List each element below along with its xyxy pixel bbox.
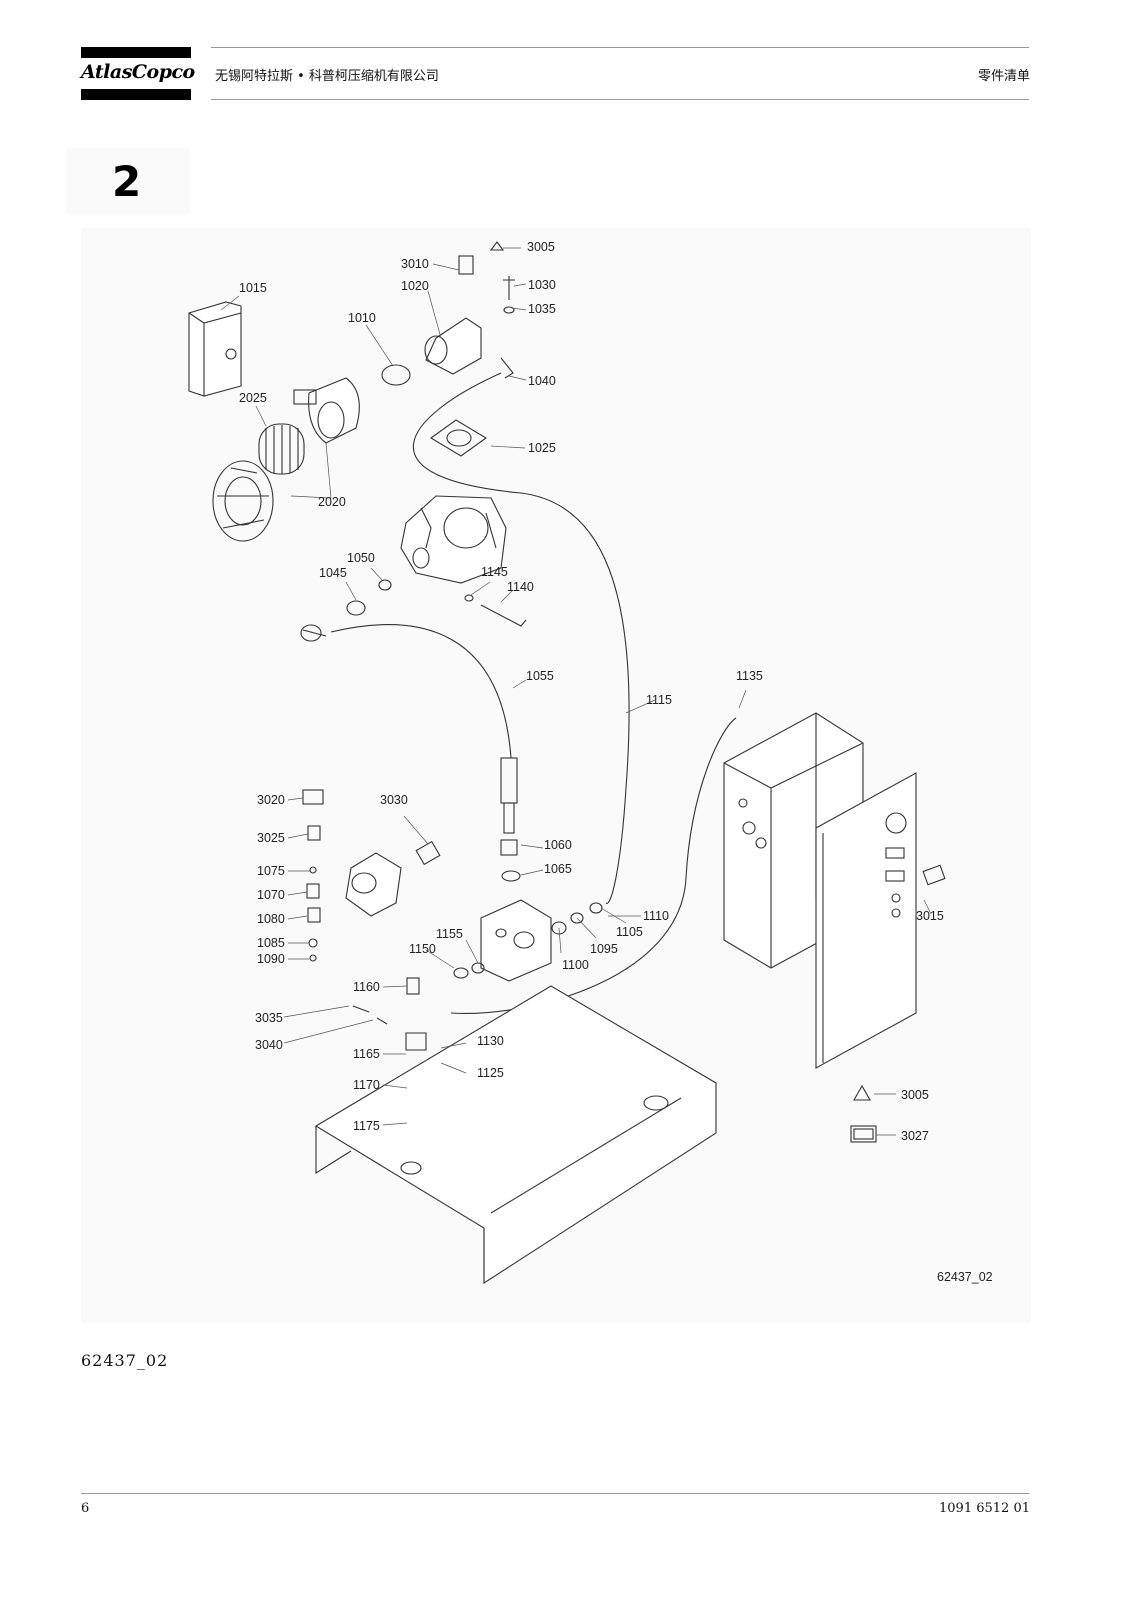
callout-label: 1015 (239, 281, 267, 295)
callout-label: 3010 (401, 257, 429, 271)
callout-label: 1115 (646, 693, 672, 707)
section-box (66, 148, 190, 214)
footer-rule (81, 1493, 1029, 1494)
callout-label: 3015 (916, 909, 944, 923)
callout-label: 1035 (528, 302, 556, 316)
callout-label: 1060 (544, 838, 572, 852)
callout-label: 1050 (347, 551, 375, 565)
callout-label: 1090 (257, 952, 285, 966)
callout-label: 1135 (736, 669, 763, 683)
callout-label: 1095 (590, 942, 618, 956)
callout-label: 2025 (239, 391, 267, 405)
callout-label: 3005 (901, 1088, 929, 1102)
callout-label: 2020 (318, 495, 346, 509)
callout-label: 1030 (528, 278, 556, 292)
callout-label: 1100 (562, 958, 589, 972)
callout-label: 1175 (353, 1119, 380, 1133)
callout-label: 3025 (257, 831, 285, 845)
page-number: 6 (81, 1501, 90, 1516)
callout-label: 1105 (616, 925, 643, 939)
callout-label: 3027 (901, 1129, 929, 1143)
callout-label: 1080 (257, 912, 285, 926)
document-title: 零件清单 (977, 69, 1030, 84)
callout-label: 1125 (477, 1066, 504, 1080)
callout-label: 3030 (380, 793, 408, 807)
drawing-canvas: 3005 3010 1030 1020 1035 1015 1010 1040 … (188, 240, 993, 1285)
callout-label: 1170 (353, 1078, 380, 1092)
atlas-copco-logo: AtlasCopco (81, 47, 195, 100)
section-number: 2 (112, 157, 142, 206)
callout-label: 1055 (526, 669, 554, 683)
logo-bottom-bar (81, 89, 191, 100)
callout-label: 1065 (544, 862, 572, 876)
callout-label: 1045 (319, 566, 347, 580)
company-name: 无锡阿特拉斯 • 科普柯压缩机有限公司 (215, 69, 439, 84)
callout-label: 1150 (409, 942, 436, 956)
callout-label: 1040 (528, 374, 556, 388)
figure-caption: 62437_02 (81, 1351, 169, 1370)
callout-label: 3040 (255, 1038, 283, 1052)
callout-label: 1075 (257, 864, 285, 878)
callout-label: 1165 (353, 1047, 380, 1061)
callout-label: 1025 (528, 441, 556, 455)
callout-label: 1020 (401, 279, 429, 293)
callout-label: 3035 (255, 1011, 283, 1025)
callout-label: 1160 (353, 980, 380, 994)
callout-label: 3020 (257, 793, 285, 807)
header-top-rule (211, 47, 1029, 48)
callout-label: 1010 (348, 311, 376, 325)
callout-label: 3005 (527, 240, 555, 254)
callout-label: 1085 (257, 936, 285, 950)
callout-label: 1145 (481, 565, 508, 579)
exploded-parts-drawing: 3005 3010 1030 1020 1035 1015 1010 1040 … (81, 228, 1031, 1323)
drawing-code: 62437_02 (937, 1270, 993, 1284)
document-number: 1091 6512 01 (939, 1501, 1030, 1516)
callout-label: 1070 (257, 888, 285, 902)
callout-label: 1155 (436, 927, 463, 941)
logo-text: AtlasCopco (81, 61, 195, 83)
logo-top-bar (81, 47, 191, 58)
callout-label: 1140 (507, 580, 534, 594)
header-bottom-rule (211, 99, 1029, 100)
callout-label: 1110 (643, 909, 669, 923)
callout-label: 1130 (477, 1034, 504, 1048)
